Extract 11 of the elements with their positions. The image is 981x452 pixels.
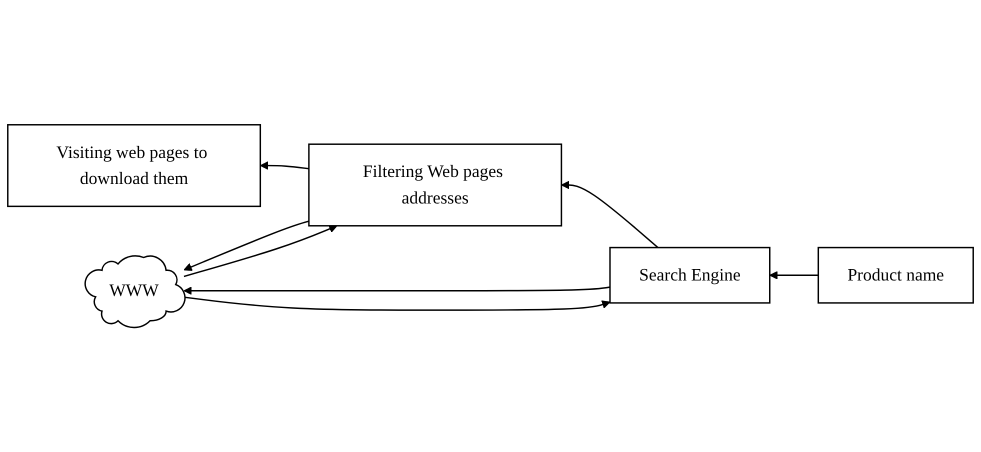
arrow <box>561 180 658 248</box>
arrow <box>184 296 610 311</box>
node-box: Filtering Web pages addresses <box>308 143 562 226</box>
node-box: Product name <box>818 246 974 304</box>
arrow <box>184 220 310 271</box>
arrow <box>260 161 309 170</box>
arrow <box>769 270 818 280</box>
node-box: Visiting web pages to download them <box>7 124 262 207</box>
node-box: Search Engine <box>609 246 770 304</box>
arrow <box>184 286 610 295</box>
arrow <box>184 224 338 277</box>
